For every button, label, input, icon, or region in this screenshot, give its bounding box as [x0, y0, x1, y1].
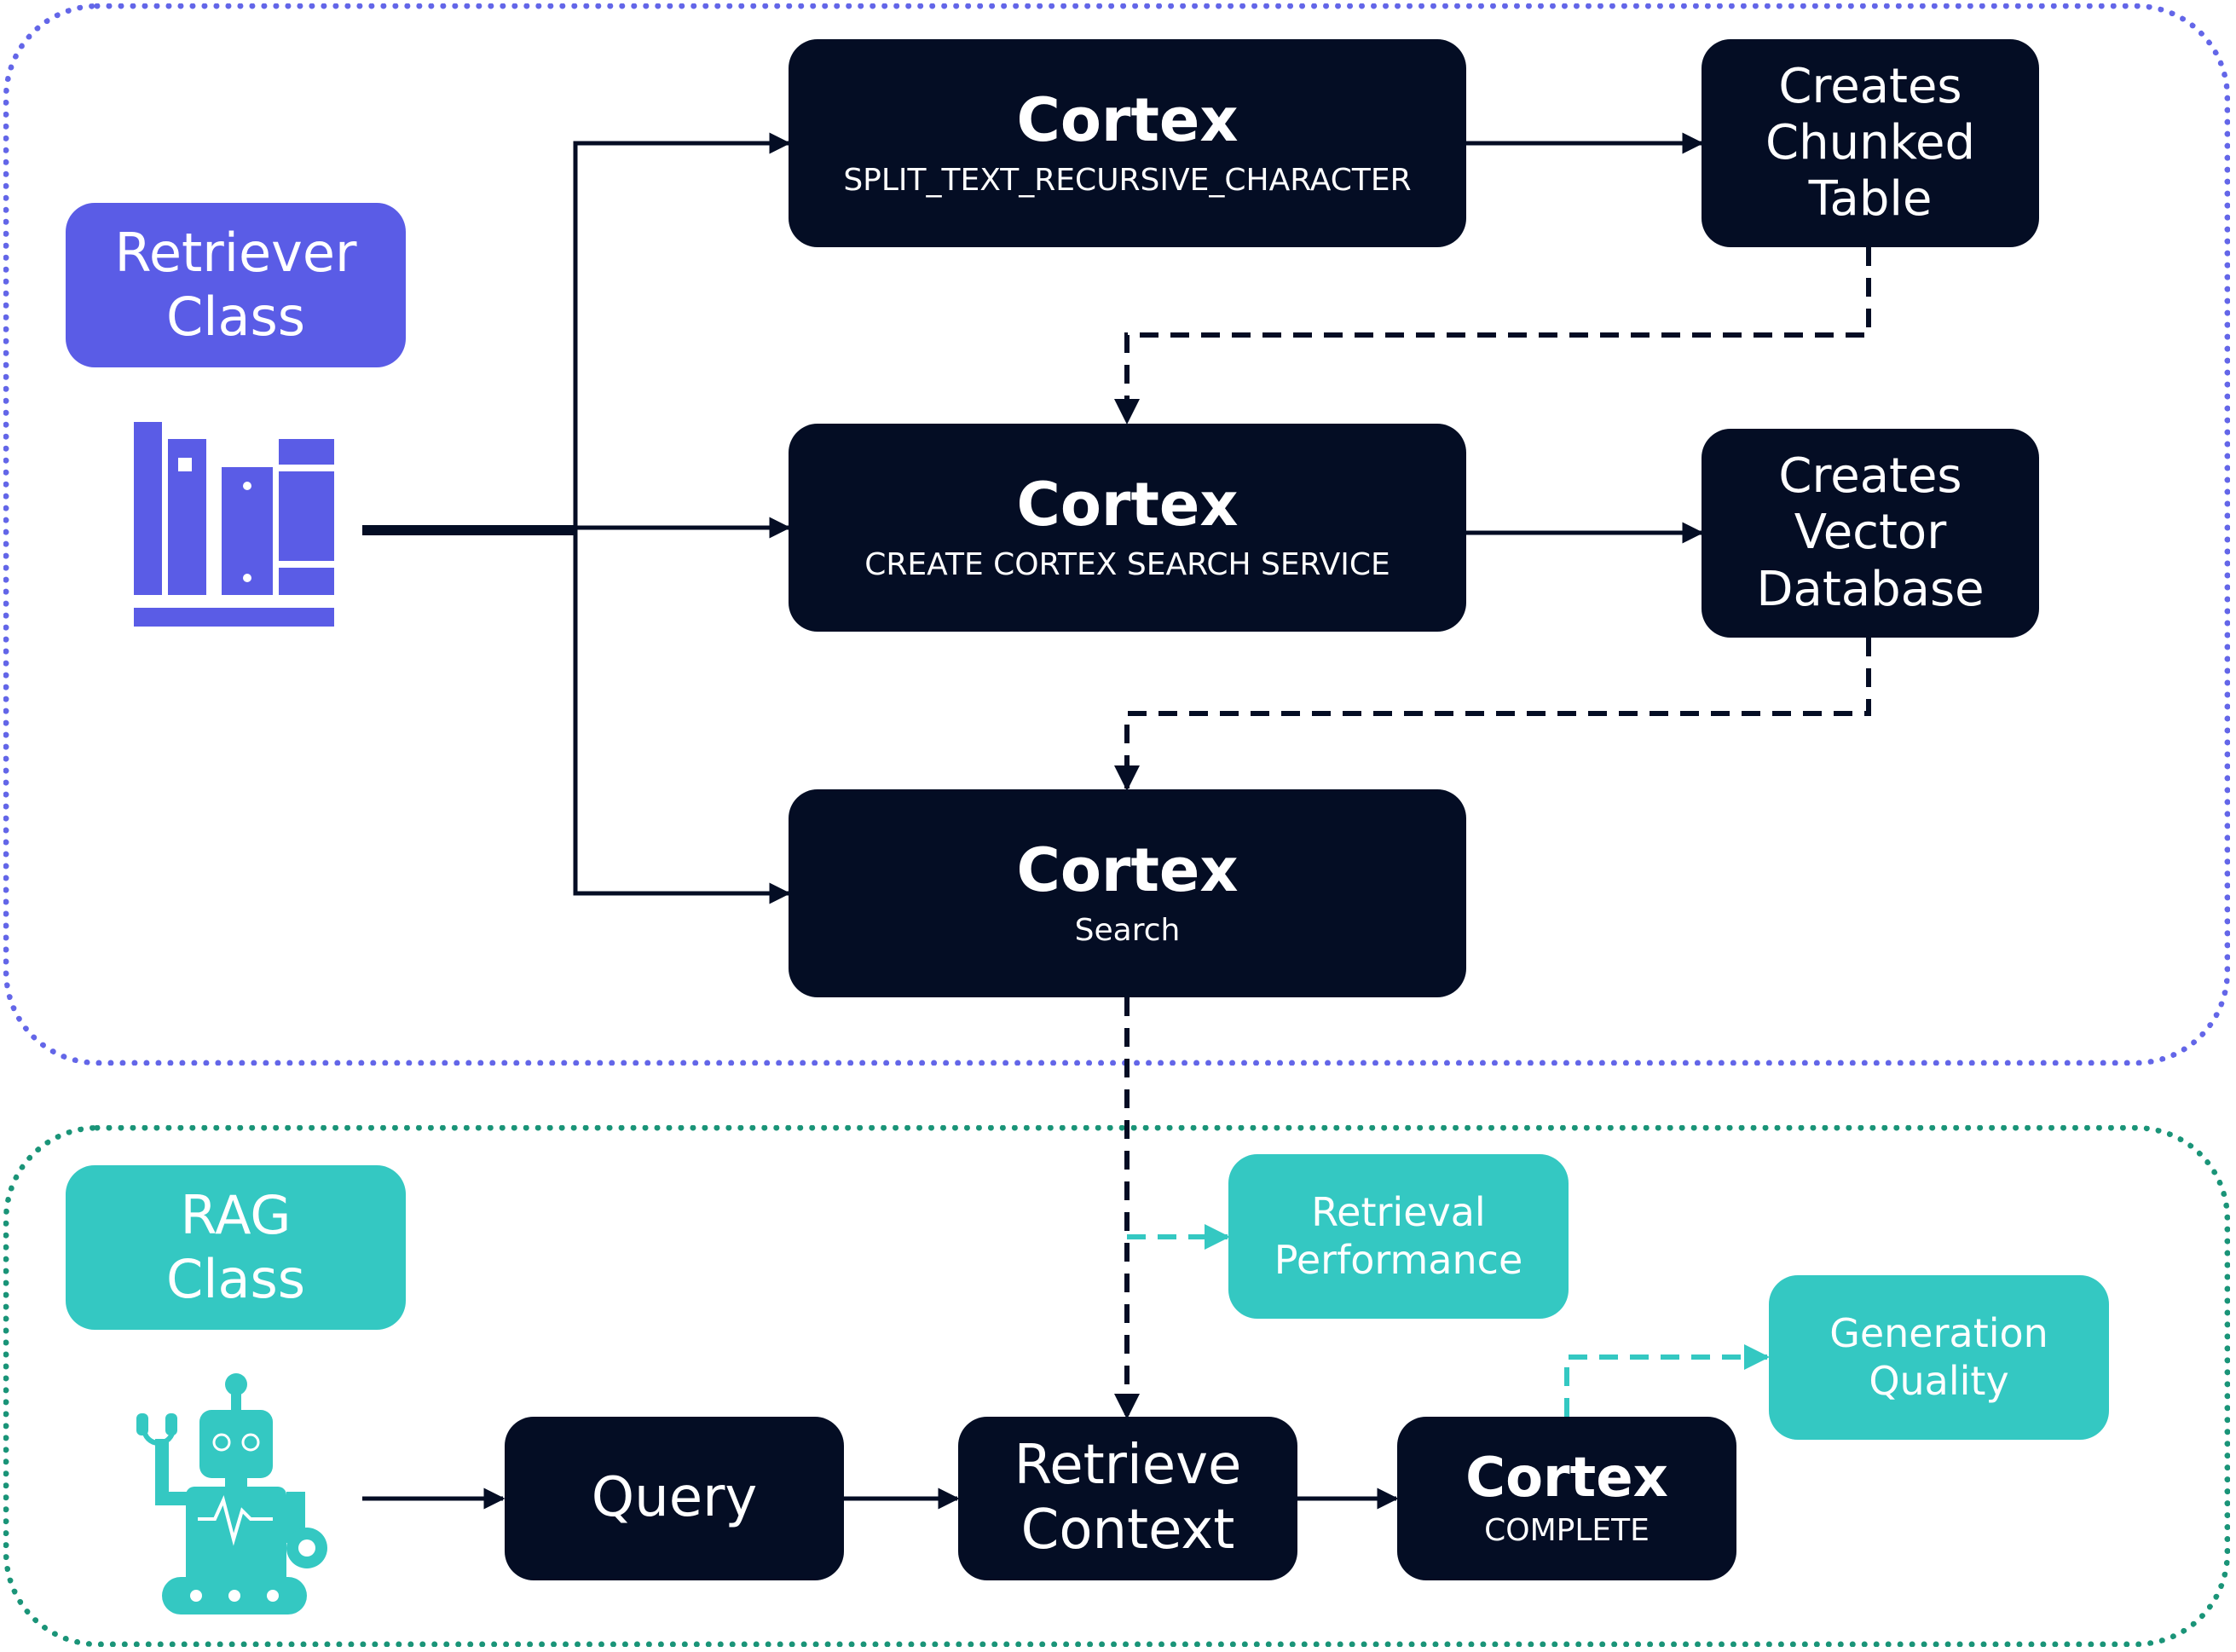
query-text: Query	[591, 1466, 758, 1530]
retriever-region	[3, 3, 2230, 1066]
search-service-subtitle: CREATE CORTEX SEARCH SERVICE	[864, 546, 1390, 582]
search-title: Cortex	[1016, 835, 1239, 905]
generation-quality-text: Generation Quality	[1829, 1310, 2048, 1404]
retrieval-performance-label: Retrieval Performance	[1228, 1154, 1569, 1319]
generation-quality-label: Generation Quality	[1769, 1275, 2109, 1440]
retrieve-context-text: Retrieve Context	[1014, 1434, 1242, 1562]
retrieve-context-node: Retrieve Context	[958, 1417, 1297, 1580]
rag-class-label: RAG Class	[66, 1165, 406, 1330]
chunked-to-search-service-connector	[1114, 247, 1871, 425]
complete-title: Cortex	[1465, 1447, 1668, 1510]
vector-database-node: Creates Vector Database	[1702, 429, 2039, 638]
split-text-node: Cortex SPLIT_TEXT_RECURSIVE_CHARACTER	[789, 39, 1466, 247]
search-subtitle: Search	[1074, 912, 1181, 948]
split-text-subtitle: SPLIT_TEXT_RECURSIVE_CHARACTER	[843, 162, 1412, 198]
rag-class-text: RAG Class	[165, 1184, 306, 1310]
rag-region	[3, 1125, 2230, 1647]
retrieval-performance-text: Retrieval Performance	[1274, 1189, 1523, 1283]
complete-node: Cortex COMPLETE	[1397, 1417, 1736, 1580]
chunked-table-text: Creates Chunked Table	[1765, 58, 1975, 228]
search-service-node: Cortex CREATE CORTEX SEARCH SERVICE	[789, 424, 1466, 632]
trunk-to-search-connector	[573, 530, 791, 904]
vector-database-text: Creates Vector Database	[1756, 448, 1985, 617]
retriever-class-text: Retriever Class	[114, 222, 357, 348]
books-icon	[134, 422, 334, 627]
search-node: Cortex Search	[789, 789, 1466, 997]
complete-to-generation-metric-connector	[1564, 1344, 1770, 1417]
vector-to-search-connector	[1114, 638, 1871, 791]
search-service-title: Cortex	[1016, 469, 1239, 540]
robot-icon	[136, 1373, 327, 1614]
query-node: Query	[505, 1417, 844, 1580]
split-text-title: Cortex	[1016, 84, 1239, 155]
trunk-to-split-connector	[573, 132, 791, 530]
chunked-table-node: Creates Chunked Table	[1702, 39, 2039, 247]
complete-subtitle: COMPLETE	[1484, 1512, 1650, 1548]
retriever-class-label: Retriever Class	[66, 203, 406, 367]
